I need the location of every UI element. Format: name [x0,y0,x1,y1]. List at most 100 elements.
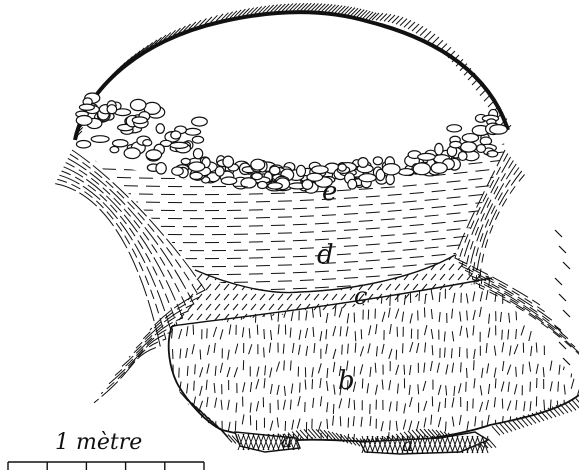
strata-stroke [350,264,355,270]
hatch-stroke [255,6,262,13]
strata-stroke [557,310,560,320]
strata-stroke [320,331,322,341]
strata-stroke [354,400,355,410]
strata-stroke [194,432,195,442]
strata-stroke [291,454,292,464]
strata-stroke [186,326,187,336]
strata-stroke [233,294,238,300]
strata-stroke [207,397,208,407]
strata-stroke [221,289,222,299]
cobble [223,156,234,167]
strata-stroke [318,363,321,373]
strata-stroke [564,457,565,467]
strata-stroke [292,343,294,353]
strata-stroke [516,367,517,377]
strata-stroke [474,378,475,388]
strata-stroke [300,383,301,393]
strata-stroke [166,328,168,338]
strata-stroke [487,363,489,373]
strata-stroke [529,331,531,341]
strata-stroke [269,288,271,298]
strata-stroke [410,342,413,352]
strata-stroke [319,458,320,468]
strata-stroke [424,401,427,411]
strata-stroke [530,274,531,284]
strata-stroke [480,385,482,395]
cobble [358,158,368,168]
strata-stroke [312,367,313,377]
strata-stroke [249,276,251,286]
strata-stroke [558,382,559,392]
strata-stroke [377,304,382,310]
strata-stroke [510,346,511,356]
strata-stroke [314,284,319,290]
strata-stroke [228,422,230,432]
strata-stroke [251,264,256,270]
hatch-stroke [335,6,342,13]
hatch-stroke [408,22,415,29]
strata-stroke [233,264,238,270]
strata-stroke [395,304,400,310]
strata-stroke [305,274,310,280]
strata-stroke [260,294,265,300]
strata-stroke [202,292,203,302]
strata-stroke [544,400,545,410]
strata-stroke [410,313,412,323]
strata-stroke [206,264,211,270]
strata-stroke [449,274,454,280]
strata-stroke [298,345,300,355]
strata-stroke [251,274,256,280]
strata-stroke [277,417,278,427]
wall-strata-line [55,184,160,403]
strata-stroke [264,307,265,317]
strata-stroke [251,324,256,330]
strata-stroke [368,309,369,319]
strata-stroke [536,364,538,374]
strata-stroke [458,284,463,290]
strata-stroke [486,343,487,353]
strata-stroke [314,343,315,353]
strata-stroke [543,367,544,377]
strata-stroke [376,324,377,334]
cobble [268,183,283,189]
strata-stroke [489,314,490,324]
strata-stroke [234,367,237,377]
cobble [79,104,94,110]
strata-stroke [449,264,454,270]
strata-stroke [409,421,412,431]
hatch-stroke [369,13,376,20]
strata-stroke [260,254,265,260]
strata-stroke [458,294,463,300]
strata-stroke [529,362,530,372]
strata-stroke [522,452,524,462]
strata-stroke [404,304,409,310]
strata-stroke [507,401,511,411]
strata-stroke [333,326,336,336]
strata-stroke [395,284,400,290]
strata-stroke [305,328,307,338]
cobble [348,179,357,189]
strata-stroke [422,274,427,280]
strata-stroke [460,312,461,322]
strata-stroke [179,453,180,463]
strata-stroke [424,273,426,283]
strata-stroke [494,314,499,320]
strata-stroke [269,304,274,310]
strata-stroke [327,402,328,412]
strata-stroke [260,264,265,270]
strata-stroke [314,314,319,320]
strata-stroke [487,455,490,465]
strata-stroke [413,274,418,280]
hatch-stroke [325,4,332,11]
strata-stroke [550,381,552,391]
strata-stroke [224,264,229,270]
strata-stroke [549,272,553,282]
cobble [462,134,478,143]
strata-stroke [431,290,433,300]
strata-stroke [514,384,516,394]
strata-stroke [284,386,285,396]
strata-stroke [269,264,274,270]
strata-stroke [306,452,308,462]
cobble [297,165,306,176]
strata-stroke [466,293,468,303]
